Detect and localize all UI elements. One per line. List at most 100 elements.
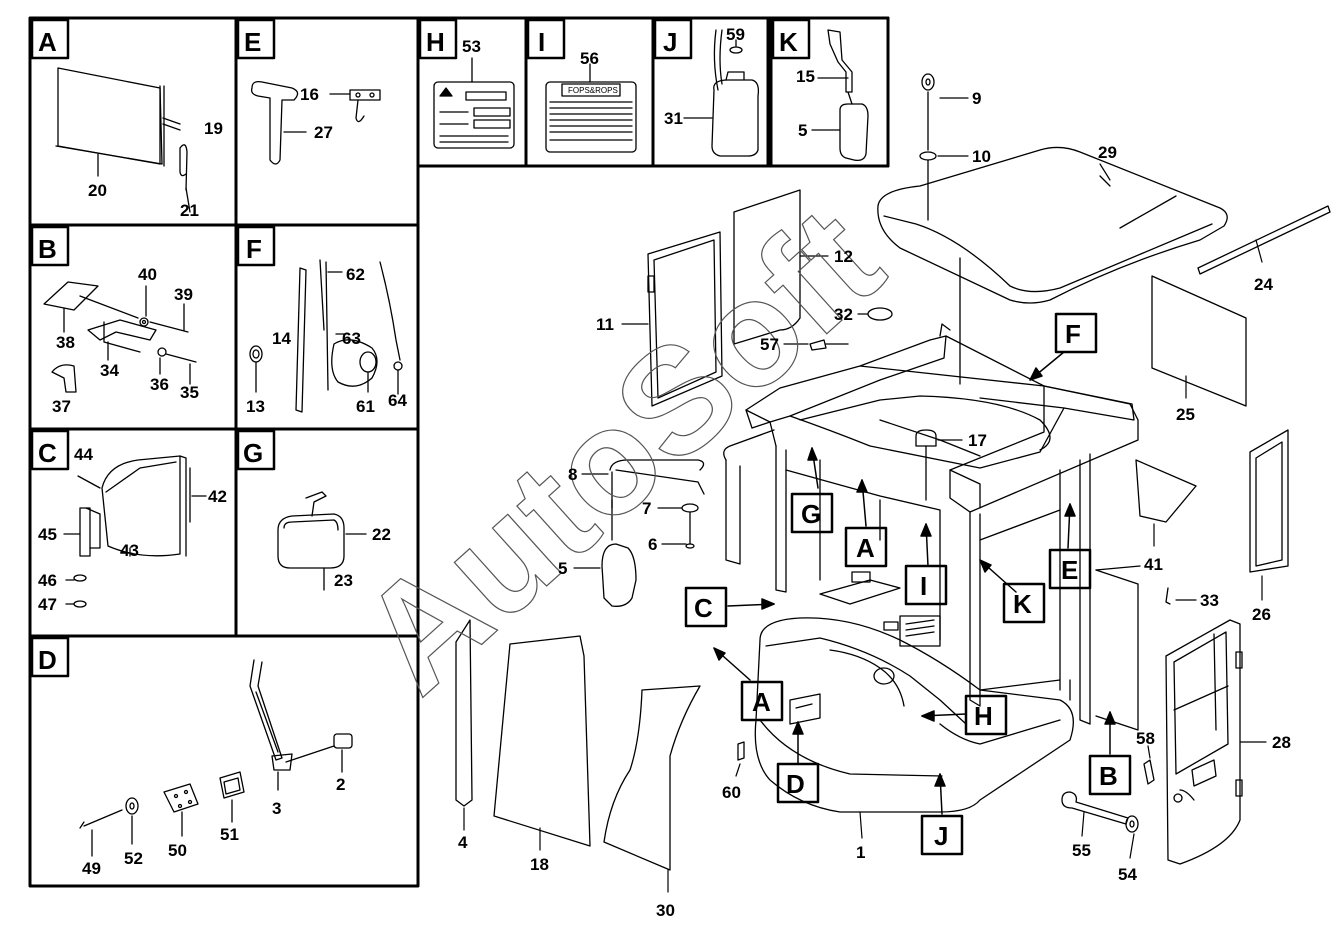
part-number: 29: [1098, 143, 1117, 162]
part-number: 35: [180, 383, 199, 402]
part-number: 57: [760, 335, 779, 354]
part-number: 3: [272, 799, 281, 818]
part-number: 58: [1136, 729, 1155, 748]
nameplate-i: [545, 63, 637, 153]
part-number: 6: [648, 535, 657, 554]
bracket-assembly-b: [43, 281, 197, 393]
nameplate-h: [433, 57, 515, 149]
wiper-f-drawing: [249, 259, 403, 413]
part-number: 32: [834, 305, 853, 324]
part-number: 24: [1254, 275, 1273, 294]
guard-c-drawing: [63, 455, 207, 608]
part-number: 4: [458, 833, 468, 852]
leader-lines: [463, 97, 1267, 893]
part-number: 25: [1176, 405, 1195, 424]
part-number: 50: [168, 841, 187, 860]
part-number: 54: [1118, 865, 1137, 884]
part-number: 10: [972, 147, 991, 166]
part-number: 19: [204, 119, 223, 138]
part-number: 15: [796, 67, 815, 86]
part-number: 2: [336, 775, 345, 794]
part-number: 20: [88, 181, 107, 200]
part-number: 21: [180, 201, 199, 220]
part-number: 46: [38, 571, 57, 590]
panel-letter-g: G: [243, 438, 263, 468]
part-number: 23: [334, 571, 353, 590]
part-number: 16: [300, 85, 319, 104]
panel-letter-f: F: [246, 234, 262, 264]
part-number: 55: [1072, 841, 1091, 860]
panel-letter-i: I: [538, 27, 545, 57]
cab-assembly-drawing: [455, 73, 1331, 871]
part-number: 44: [74, 445, 93, 464]
hammer-hook-drawing: [250, 80, 381, 165]
panel-letter-b: B: [38, 234, 57, 264]
wiper-d-drawing: [79, 659, 353, 857]
part-number: 53: [462, 37, 481, 56]
panel-letter-d: D: [38, 645, 57, 675]
view-tag: B: [1099, 761, 1118, 791]
panel-letter-boxes: [30, 18, 811, 678]
part-number: 47: [38, 595, 57, 614]
part-number: 61: [356, 397, 375, 416]
view-tag: I: [920, 571, 927, 601]
panel-letter-k: K: [779, 27, 798, 57]
view-tag: G: [801, 499, 821, 529]
view-tag: A: [752, 687, 771, 717]
watermark: AutoSoft: [329, 175, 912, 723]
part-number: 36: [150, 375, 169, 394]
part-number: 8: [568, 465, 577, 484]
roller-blind-drawing: [55, 67, 191, 213]
panel-letter-c: C: [38, 438, 57, 468]
part-number: 59: [726, 25, 745, 44]
part-number: 52: [124, 849, 143, 868]
view-tag: E: [1061, 555, 1078, 585]
part-number: 56: [580, 49, 599, 68]
part-number: 5: [798, 121, 807, 140]
panel-part-numbers: 19 20 21 16 27 53 56 59 31 15 5 40 39 38…: [38, 25, 815, 878]
part-number: 64: [388, 391, 407, 410]
part-number: 26: [1252, 605, 1271, 624]
washer-reservoir-drawing: [683, 29, 760, 157]
mirror-k-drawing: [811, 29, 869, 162]
part-number: 51: [220, 825, 239, 844]
part-number: 33: [1200, 591, 1219, 610]
mirror-g-drawing: [277, 491, 367, 591]
part-number: 18: [530, 855, 549, 874]
part-number: 62: [346, 265, 365, 284]
panel-letter-j: J: [663, 27, 677, 57]
view-tags: F G A I C K E A H D J B: [694, 319, 1118, 851]
view-tag-arrows: [713, 351, 1116, 815]
panel-letter-a: A: [38, 27, 57, 57]
part-number: 13: [246, 397, 265, 416]
part-number: 14: [272, 329, 291, 348]
part-number: 39: [174, 285, 193, 304]
view-tag: C: [694, 593, 713, 623]
panel-letter-e: E: [244, 27, 261, 57]
main-part-numbers: 1 4 5 6 7 8 9 10 11 12 17 18 24 25 26 28…: [458, 89, 1291, 920]
part-number: 9: [972, 89, 981, 108]
part-number: 5: [558, 559, 567, 578]
part-number: 63: [342, 329, 361, 348]
panel-letters: A E H I J K B F C G D: [38, 27, 798, 675]
view-tag: J: [934, 821, 948, 851]
part-number: 1: [856, 843, 865, 862]
part-number: 17: [968, 431, 987, 450]
part-number: 37: [52, 397, 71, 416]
part-number: 30: [656, 901, 675, 920]
part-number: 12: [834, 247, 853, 266]
part-number: 45: [38, 525, 57, 544]
detail-grid: [28, 16, 890, 888]
part-number: 38: [56, 333, 75, 352]
view-tag-boxes: [684, 312, 1132, 856]
view-tag: A: [856, 533, 875, 563]
part-number: 22: [372, 525, 391, 544]
part-number: 31: [664, 109, 683, 128]
part-number: 40: [138, 265, 157, 284]
part-number: 7: [642, 499, 651, 518]
view-tag: H: [974, 701, 993, 731]
part-number: 34: [100, 361, 119, 380]
view-tag: D: [786, 769, 805, 799]
part-number: 41: [1144, 555, 1163, 574]
